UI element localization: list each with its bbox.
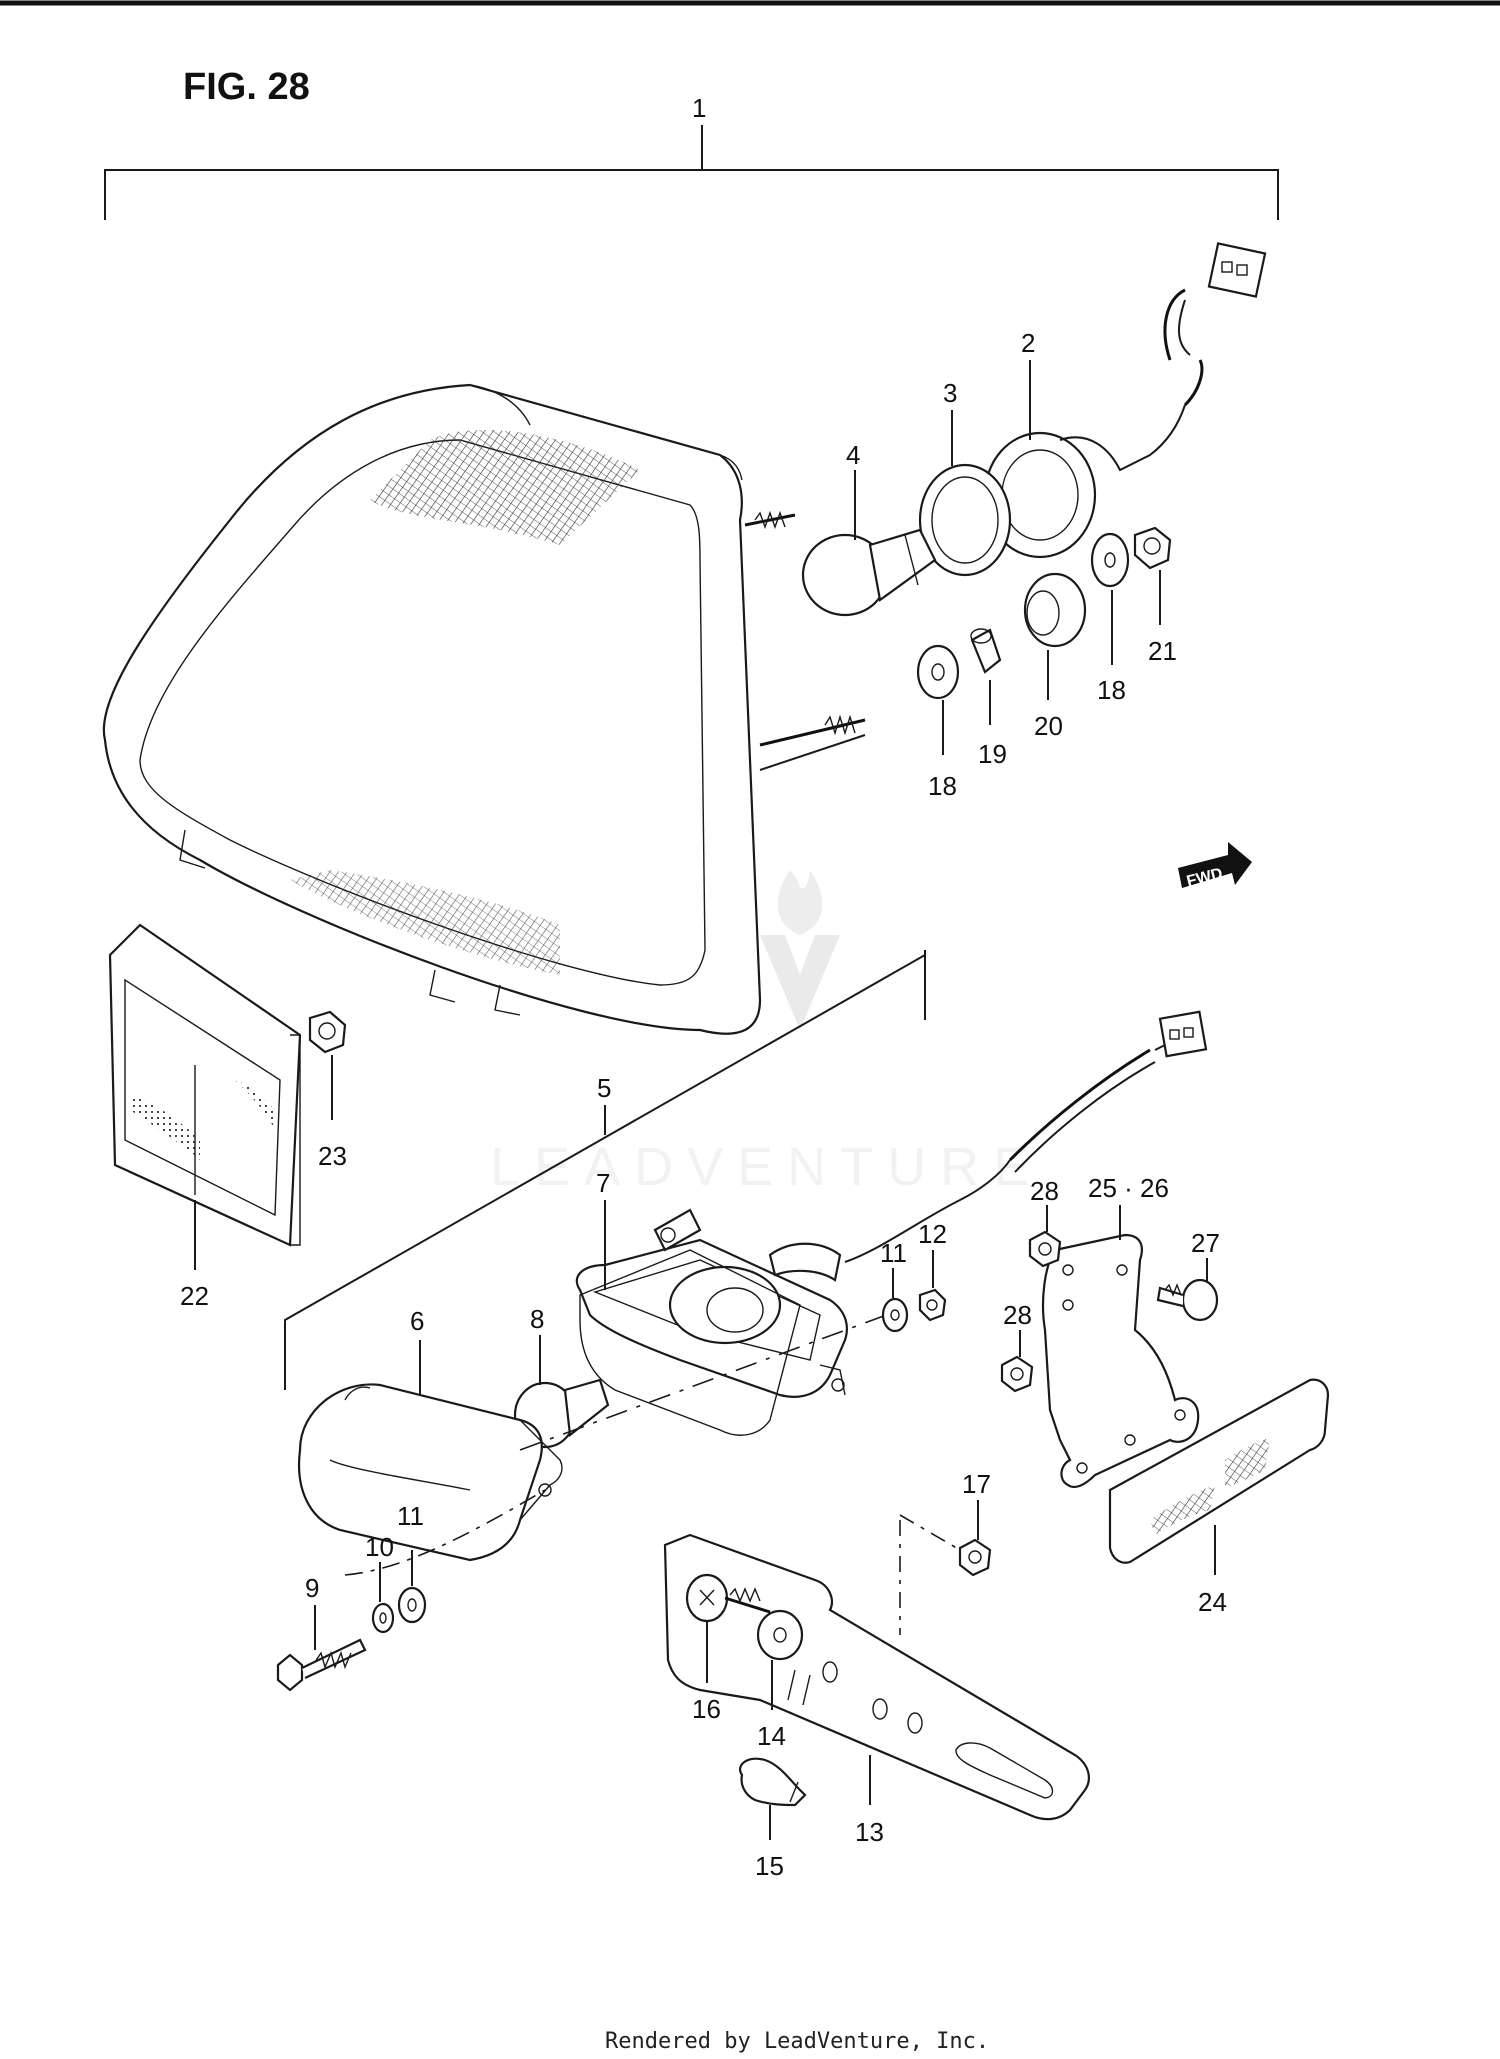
callout-19: 19 [978,739,1007,769]
callout-20: 20 [1034,711,1063,741]
bulb-large [801,528,937,617]
nut-17 [958,1538,992,1577]
callout-28-upper: 28 [1030,1176,1059,1206]
washer-10 [371,1602,395,1634]
callout-18-upper: 18 [1097,675,1126,705]
alignment-line-bracket [899,1514,961,1635]
callout-24: 24 [1198,1587,1227,1617]
alignment-line-lens [519,1309,901,1451]
callout-28-lower: 28 [1003,1300,1032,1330]
callout-14: 14 [757,1721,786,1751]
callout-3: 3 [943,378,957,408]
assembly-bracket-1 [104,125,1279,220]
callout-13: 13 [855,1817,884,1847]
bolt-16 [685,1573,771,1623]
callout-16: 16 [692,1694,721,1724]
washer-18-upper [1090,532,1130,588]
callout-22: 22 [180,1281,209,1311]
washer-18-lower [916,644,960,700]
grommet-20 [1023,572,1087,648]
nut-28-upper [1028,1230,1062,1268]
housing-stud-upper [744,510,796,530]
callout-4: 4 [846,440,860,470]
washer-14 [756,1609,804,1661]
callout-9: 9 [305,1573,319,1603]
nut-23 [308,1010,347,1054]
callout-11-upper: 11 [880,1238,907,1268]
callout-7: 7 [596,1168,610,1198]
callout-17: 17 [962,1469,991,1499]
license-bracket-13 [663,1533,1090,1821]
callout-5: 5 [597,1073,611,1103]
callout-1: 1 [692,93,706,123]
fwd-arrow: FWD [1178,842,1252,891]
clip-15 [739,1757,807,1807]
bulb-socket [983,242,1267,559]
bolt-27 [1156,1278,1219,1322]
callout-2: 2 [1021,328,1035,358]
callout-25-26: 25 · 26 [1088,1173,1169,1203]
assembly-bracket-5 [284,950,926,1390]
callout-15: 15 [755,1851,784,1881]
footer-credit: Rendered by LeadVenture, Inc. [605,2029,989,2054]
screw-9 [276,1638,367,1692]
gasket-ring [918,463,1012,577]
lens-6 [298,1383,563,1562]
callout-10: 10 [365,1532,394,1562]
nut-28-lower [1000,1355,1034,1393]
callout-12: 12 [918,1219,947,1249]
mounting-bracket-25-26 [1041,1233,1200,1489]
figure-title: FIG. 28 [183,66,310,108]
tail-lamp-housing [102,383,762,1035]
collar-19 [970,628,1002,674]
alignment-line-screw [344,1489,546,1576]
nut-12 [918,1288,947,1322]
washer-11-lower [397,1586,427,1624]
reflector-22 [108,923,302,1247]
callout-18-lower: 18 [928,771,957,801]
callout-8: 8 [530,1304,544,1334]
nut-21 [1133,526,1172,570]
lamp-wire [844,1010,1208,1263]
watermark-text: LEADVENTURE [490,1137,1043,1197]
callout-27: 27 [1191,1228,1220,1258]
callout-23: 23 [318,1141,347,1171]
callout-6: 6 [410,1306,424,1336]
lamp-gasket [579,1249,801,1436]
housing-stud-lower [759,714,866,771]
washer-11-upper [881,1297,909,1333]
watermark: LEADVENTURE [490,870,1043,1197]
license-lamp-base [575,1208,848,1398]
callout-21: 21 [1148,636,1177,666]
callout-11-lower: 11 [397,1501,424,1531]
side-reflector-24 [1108,1378,1330,1564]
